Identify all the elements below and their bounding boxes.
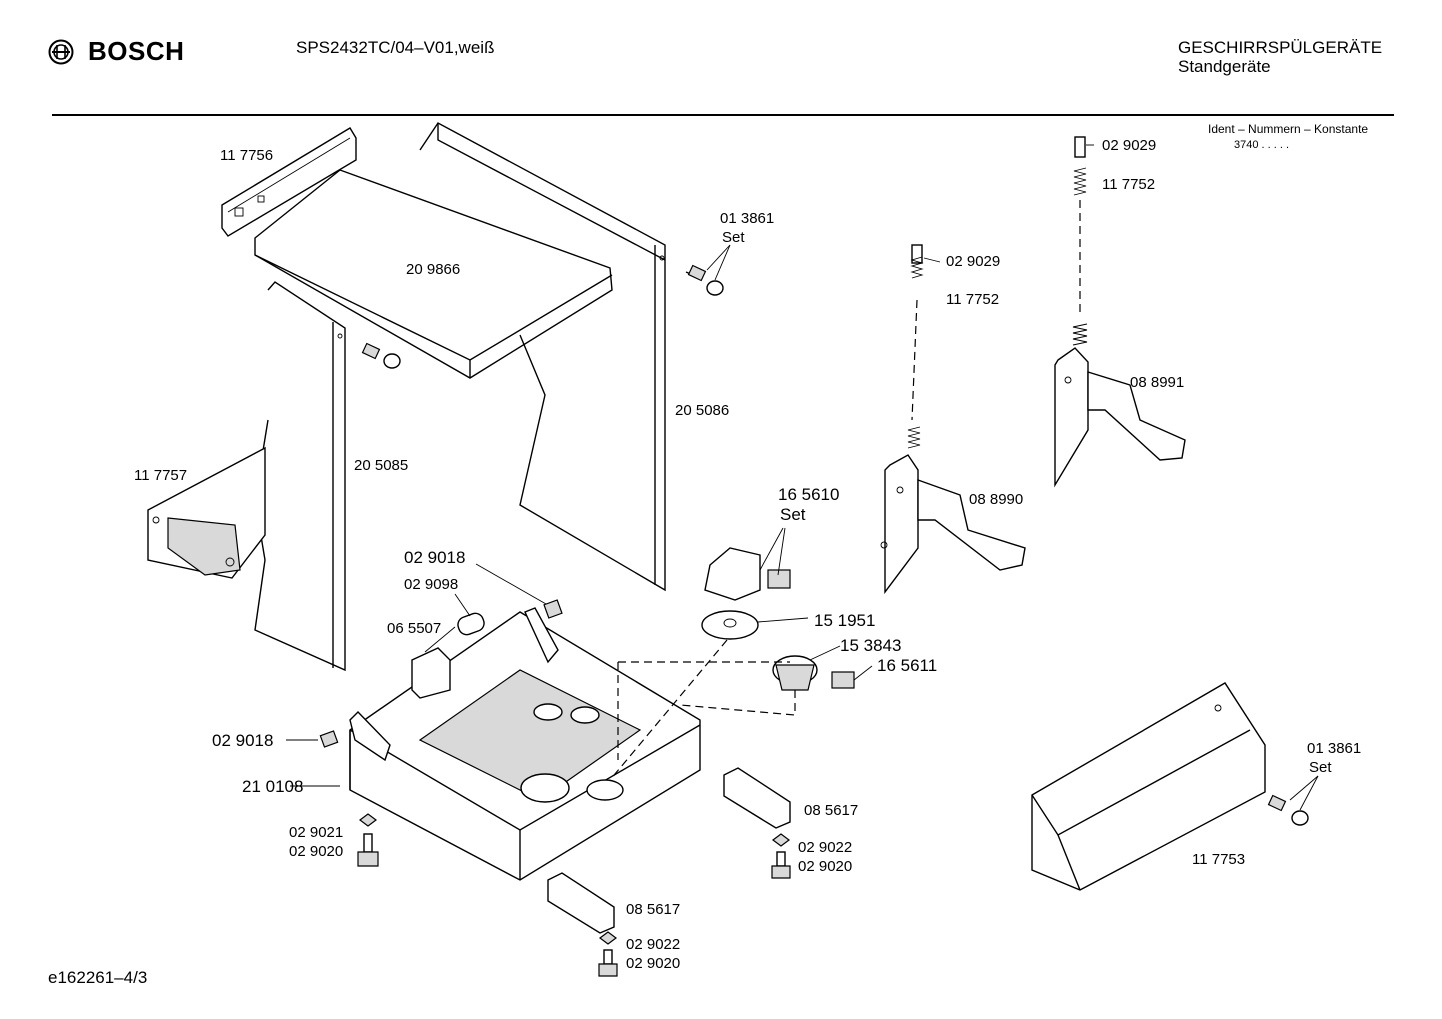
label-165610: 16 5610 xyxy=(778,485,840,504)
label-151951: 15 1951 xyxy=(814,611,876,630)
foot-left xyxy=(357,813,379,867)
hinge-part-088991 xyxy=(1054,347,1186,488)
label-029022-bottom: 02 9022 xyxy=(626,936,681,953)
side-panel-part-205085 xyxy=(254,281,346,672)
hinge-spring-left xyxy=(907,244,924,449)
ident-label: Ident – Nummern – Konstante xyxy=(1208,122,1369,136)
label-029029-right: 02 9029 xyxy=(1102,137,1157,154)
foot-middle xyxy=(771,833,791,879)
kick-plate-part-117753 xyxy=(1031,682,1266,891)
header-divider xyxy=(52,114,1394,116)
label-029098: 02 9098 xyxy=(404,576,459,593)
rail-part-117756 xyxy=(221,127,357,237)
label-013861-bottom: 01 3861 xyxy=(1307,740,1362,757)
screw-set-013861-top xyxy=(685,244,731,296)
foot-bottom xyxy=(598,931,618,977)
rail-part-085617-bottom xyxy=(547,872,615,934)
label-117753: 11 7753 xyxy=(1192,851,1246,868)
ident-value: 3740 . . . . . xyxy=(1234,139,1290,151)
bracket-part-117757 xyxy=(147,446,266,579)
label-165611: 16 5611 xyxy=(877,656,938,675)
label-013861-top: 01 3861 xyxy=(720,210,775,227)
valve-part-153843 xyxy=(772,645,873,691)
label-088991: 08 8991 xyxy=(1130,374,1185,391)
label-088990: 08 8990 xyxy=(969,491,1024,508)
brand-name: BOSCH xyxy=(88,36,185,66)
switch-part-065507 xyxy=(411,626,456,699)
rail-part-085617-right xyxy=(723,767,791,829)
label-065507: 06 5507 xyxy=(387,620,442,637)
label-117757: 11 7757 xyxy=(134,467,188,484)
label-085617-right: 08 5617 xyxy=(804,802,859,819)
label-029020-left: 02 9020 xyxy=(289,843,344,860)
label-029022-right: 02 9022 xyxy=(798,839,853,856)
label-153843: 15 3843 xyxy=(840,636,902,655)
label-209866: 20 9866 xyxy=(406,261,461,278)
hinge-spring-right xyxy=(1072,136,1088,346)
model-number: SPS2432TC/04–V01,weiß xyxy=(296,38,495,57)
top-panel-part-209866 xyxy=(254,169,613,379)
label-117752-right: 11 7752 xyxy=(1102,176,1156,193)
category-line-2: Standgeräte xyxy=(1178,57,1271,76)
seal-part-151951 xyxy=(701,610,809,640)
screw-set-013861-bottom xyxy=(1267,775,1319,826)
side-panel-part-205086 xyxy=(419,122,666,592)
pump-housing-part-165610 xyxy=(704,527,791,601)
category-title: GESCHIRRSPÜLGERÄTE Standgeräte xyxy=(1178,38,1382,76)
leader-029029-left xyxy=(923,257,941,263)
hinge-part-088990 xyxy=(880,454,1026,595)
label-029020-bottom: 02 9020 xyxy=(626,955,681,972)
bosch-armature-icon xyxy=(48,39,74,64)
label-117752-left: 11 7752 xyxy=(946,291,1000,308)
label-210108: 21 0108 xyxy=(242,777,304,796)
label-set-middle: Set xyxy=(780,505,806,524)
label-029018-upper: 02 9018 xyxy=(404,548,466,567)
drawing-id: e162261–4/3 xyxy=(48,968,148,987)
screw-cap-left xyxy=(361,342,401,369)
sensor-part-029098 xyxy=(454,593,485,636)
label-set-bottom: Set xyxy=(1309,759,1332,776)
clip-part-029018-lower xyxy=(286,730,339,748)
label-029020-right: 02 9020 xyxy=(798,858,853,875)
label-set-top: Set xyxy=(722,229,745,246)
label-117756: 11 7756 xyxy=(220,147,274,164)
label-029018-lower: 02 9018 xyxy=(212,731,274,750)
category-line-1: GESCHIRRSPÜLGERÄTE xyxy=(1178,38,1383,57)
label-029029-left: 02 9029 xyxy=(946,253,1001,270)
label-205085: 20 5085 xyxy=(354,457,409,474)
assembly-guide-lines xyxy=(609,639,796,781)
label-085617-bottom: 08 5617 xyxy=(626,901,681,918)
brand-logo: BOSCH xyxy=(48,36,184,67)
label-029021: 02 9021 xyxy=(289,824,344,841)
label-205086: 20 5086 xyxy=(675,402,730,419)
base-tray-part-210108 xyxy=(349,607,701,881)
clip-part-029018-upper xyxy=(475,563,563,619)
